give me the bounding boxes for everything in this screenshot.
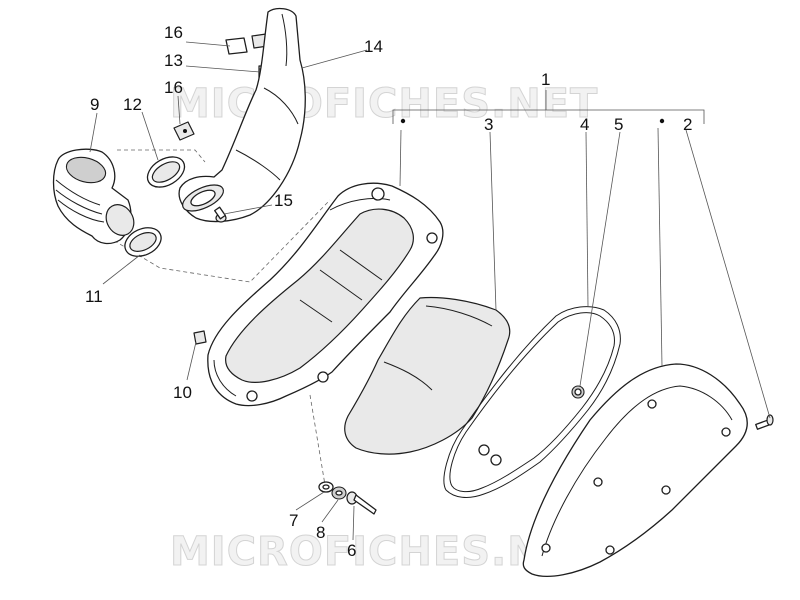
callout-16-upper: 16: [164, 23, 183, 42]
watermark-top: MICROFICHES.NET: [170, 81, 598, 127]
leader-lines: [89, 41, 771, 541]
callout-4: 4: [580, 115, 589, 134]
screw-15: [214, 206, 227, 223]
clip-nut-upper: [225, 33, 269, 55]
clip-nut-lower: [173, 121, 195, 141]
callout-8: 8: [316, 523, 325, 542]
washer-8: [331, 486, 347, 500]
gasket: [443, 306, 621, 498]
air-box-cover: [522, 363, 748, 577]
intake-duct: [178, 7, 306, 223]
callout-2: 2: [683, 115, 692, 134]
callout-12: 12: [123, 95, 142, 114]
callout-11: 11: [85, 287, 103, 306]
air-box-housing: [207, 182, 444, 407]
group-bracket-1: [392, 90, 705, 124]
callout-9: 9: [90, 95, 99, 114]
washer-7: [318, 481, 334, 493]
callout-13: 13: [164, 51, 183, 70]
callout-6: 6: [347, 541, 356, 560]
callout-7: 7: [289, 511, 298, 530]
callout-3: 3: [484, 115, 493, 134]
callout-10: 10: [173, 383, 192, 402]
cover-screw: [755, 414, 774, 430]
hose-clamp-12: [146, 156, 186, 188]
callout-16-lower: 16: [164, 78, 183, 97]
filter-element: [344, 296, 511, 455]
bolt-6: [346, 491, 377, 515]
hose-clamp-11: [124, 227, 162, 257]
callout-labels: 1 2 3 4 5 6 7 8 9 10 11 12 13 14 15 16 1…: [85, 23, 692, 560]
callout-5: 5: [614, 115, 623, 134]
intake-sleeve: [52, 148, 135, 245]
grommet: [571, 385, 585, 399]
callout-14: 14: [364, 37, 383, 56]
callout-15: 15: [274, 191, 293, 210]
clip-10: [193, 330, 207, 345]
callout-1: 1: [541, 70, 550, 89]
